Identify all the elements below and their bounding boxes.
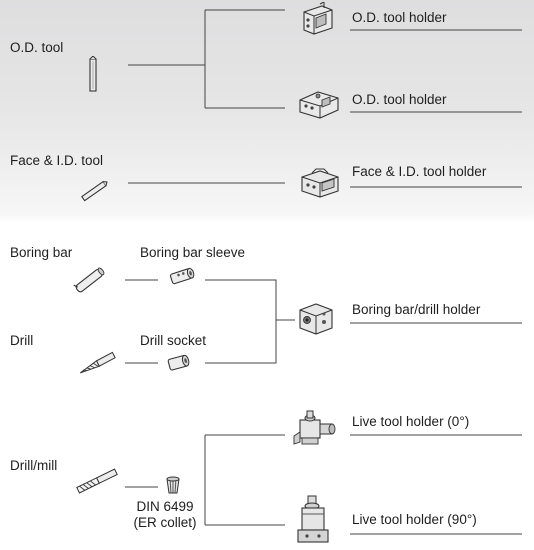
drill-icon bbox=[79, 351, 116, 374]
sleeve-socket-bracket bbox=[205, 279, 277, 364]
drill-mill-label: Drill/mill bbox=[10, 458, 58, 473]
od-tool-label: O.D. tool bbox=[10, 40, 64, 55]
drill-label: Drill bbox=[10, 333, 34, 348]
live-tool-holder-90-label: Live tool holder (90°) bbox=[352, 512, 477, 527]
face-id-tool-holder-icon bbox=[301, 168, 339, 198]
face-id-tool-icon bbox=[81, 180, 108, 202]
drill-socket-icon bbox=[167, 354, 190, 371]
collet-label-line1: DIN 6499 bbox=[136, 499, 194, 514]
od-tool-holder-icon-1 bbox=[303, 2, 333, 35]
boring-bar-sleeve-icon bbox=[169, 267, 195, 285]
live-tool-holder-0-label: Live tool holder (0°) bbox=[352, 414, 470, 429]
face-id-tool-label: Face & I.D. tool bbox=[10, 153, 104, 168]
er-collet-icon bbox=[166, 476, 180, 494]
collet-label-line2: (ER collet) bbox=[133, 515, 197, 530]
boring-bar-sleeve-label: Boring bar sleeve bbox=[140, 245, 246, 260]
od-tool-holder-label-1: O.D. tool holder bbox=[352, 10, 447, 25]
drill-mill-icon bbox=[76, 468, 118, 494]
boring-drill-holder-icon bbox=[299, 303, 333, 335]
od-tool-holder-icon-2 bbox=[299, 91, 339, 119]
live-tool-bracket bbox=[204, 434, 285, 526]
live-tool-holder-0-icon bbox=[293, 410, 336, 445]
od-tool-holder-label-2: O.D. tool holder bbox=[352, 92, 447, 107]
boring-drill-holder-label: Boring bar/drill holder bbox=[352, 302, 481, 317]
od-tool-icon bbox=[89, 56, 97, 92]
boring-bar-icon bbox=[73, 267, 105, 293]
od-tool-connector bbox=[128, 9, 285, 109]
face-id-tool-holder-label: Face & I.D. tool holder bbox=[352, 164, 487, 179]
live-tool-holder-90-icon bbox=[297, 495, 329, 543]
drill-socket-label: Drill socket bbox=[140, 333, 207, 348]
boring-bar-label: Boring bar bbox=[10, 245, 73, 260]
